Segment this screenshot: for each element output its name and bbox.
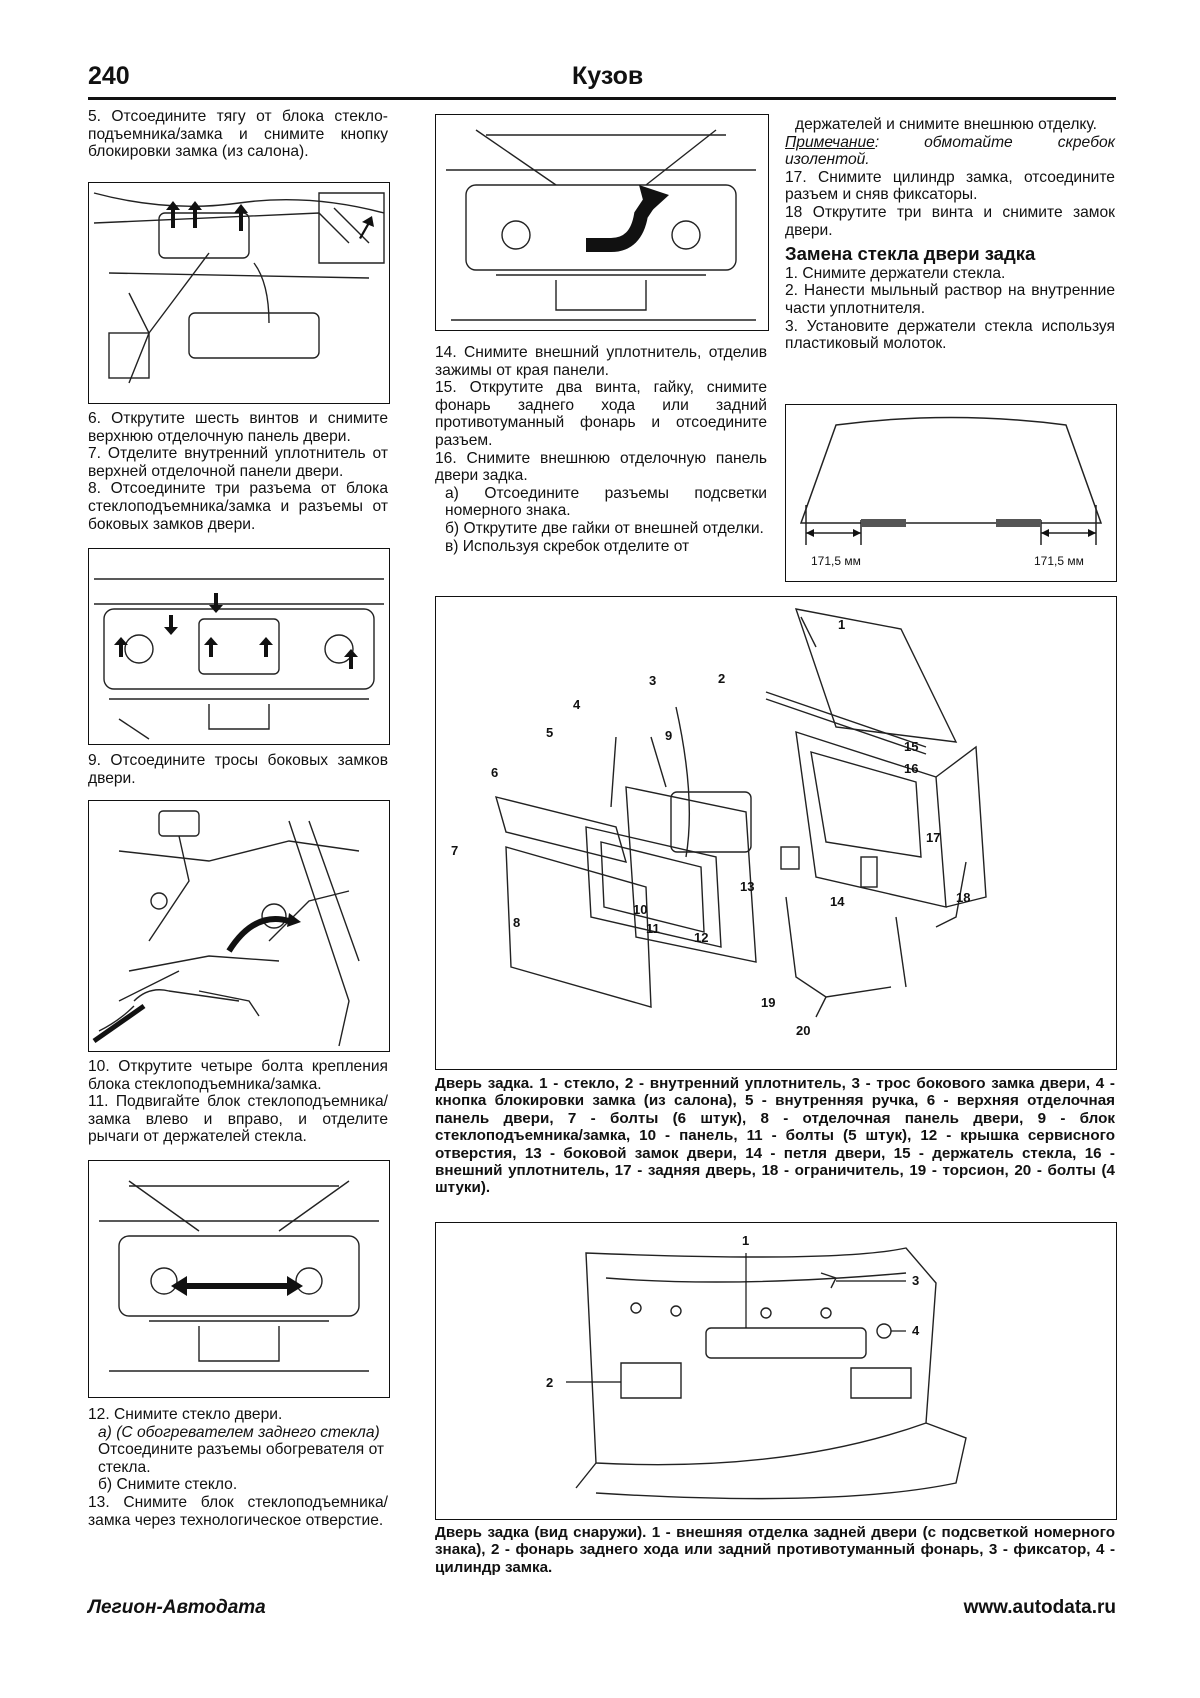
step-17: 17. Снимите цилиндр замка, отсоедините р… <box>785 168 1115 204</box>
outside-callout-3: 3 <box>912 1273 919 1288</box>
step-16a: а) Отсоедините разъемы подсветки номерно… <box>445 484 767 520</box>
exploded-callouts: 1 2 3 4 5 6 7 8 9 10 11 12 13 14 15 16 1… <box>451 617 970 1038</box>
glass-step-3: 3. Установите держатели стекла используя… <box>785 317 1115 353</box>
callout-13: 13 <box>740 879 754 894</box>
step-8: 8. Отсоедините три разъема от блока стек… <box>88 480 388 533</box>
figure-exploded-door: 1 2 3 4 5 6 7 8 9 10 11 12 13 14 15 16 1… <box>435 596 1117 1070</box>
glass-step-1: 1. Снимите держатели стекла. <box>785 264 1006 282</box>
callout-11: 11 <box>646 921 660 936</box>
callout-14: 14 <box>830 894 845 909</box>
col1-bottom-text: 12. Снимите стекло двери. а) (С обогрева… <box>88 1406 388 1529</box>
step-16c-continued: держателей и снимите внешнюю отделку. <box>795 116 1097 133</box>
figure-glass-holders-drawing: 171,5 мм 171,5 мм <box>799 416 1103 568</box>
figure-cables <box>88 800 390 1052</box>
caption-door-outside: Дверь задка (вид снаружи). 1 - внешняя о… <box>435 1524 1115 1576</box>
step-10: 10. Открутите четыре болта крепления бло… <box>88 1058 388 1093</box>
note-label: Примечание <box>785 133 875 151</box>
col2-text: 14. Снимите внешний уплотнитель, отделив… <box>435 344 767 555</box>
figure-regulator-arrow-drawing <box>99 1180 379 1372</box>
figure-glass-holders: 171,5 мм 171,5 мм <box>785 404 1117 582</box>
col3-text: держателей и снимите внешнюю отделку. Пр… <box>785 116 1115 353</box>
step-12: 12. Снимите стекло двери. <box>88 1406 283 1423</box>
step-16: 16. Снимите внешнюю отделочную панель дв… <box>435 449 767 485</box>
figure-regulator-arrow <box>88 1160 390 1398</box>
step-9: 9. Отсоедините тросы боковых замков двер… <box>88 752 388 787</box>
header-rule <box>88 97 1116 100</box>
note-text: : обмотайте скребок изолентой. <box>785 133 1115 169</box>
step-6: 6. Открутите шесть винтов и снимите верх… <box>88 410 388 445</box>
caption-exploded-door: Дверь задка. 1 - стекло, 2 - внутренний … <box>435 1075 1115 1197</box>
callout-6: 6 <box>491 765 498 780</box>
figure-regulator-removal <box>435 114 769 331</box>
glass-step-2: 2. Нанести мыльный раствор на внутренние… <box>785 282 1115 317</box>
callout-1: 1 <box>838 617 845 632</box>
figure-door-outside-drawing: 1 2 3 4 <box>546 1233 967 1500</box>
outside-callout-2: 2 <box>546 1375 553 1390</box>
callout-19: 19 <box>761 995 775 1010</box>
callout-20: 20 <box>796 1023 810 1038</box>
col1-step9: 9. Отсоедините тросы боковых замков двер… <box>88 752 388 787</box>
step-14: 14. Снимите внешний уплотнитель, отделив… <box>435 344 767 379</box>
outside-callout-1: 1 <box>742 1233 749 1248</box>
figure-connectors-drawing <box>94 578 384 740</box>
callout-5: 5 <box>546 725 553 740</box>
outside-callout-4: 4 <box>912 1323 920 1338</box>
callout-10: 10 <box>633 902 647 917</box>
callout-2: 2 <box>718 671 725 686</box>
section-title: Кузов <box>572 62 644 90</box>
callout-17: 17 <box>926 830 940 845</box>
callout-12: 12 <box>694 930 708 945</box>
figure-exploded-door-drawing: 1 2 3 4 5 6 7 8 9 10 11 12 13 14 15 16 1… <box>451 608 987 1038</box>
callout-3: 3 <box>649 673 656 688</box>
callout-15: 15 <box>904 739 918 754</box>
page-number: 240 <box>88 62 130 90</box>
dim-left-label: 171,5 мм <box>811 554 861 568</box>
step-16c: в) Используя скребок отделите от <box>445 537 690 555</box>
figure-door-outside: 1 2 3 4 <box>435 1222 1117 1520</box>
step-12a: а) (С обогревателем заднего стекла) <box>98 1423 380 1441</box>
step-5: 5. Отсоедините тягу от блока стекло-подъ… <box>88 108 388 161</box>
figure-regulator-removal-drawing <box>446 129 756 321</box>
step-18: 18 Открутите три винта и снимите замок д… <box>785 203 1115 239</box>
figure-lock-rod <box>88 182 390 404</box>
col1-top-text: 5. Отсоедините тягу от блока стекло-подъ… <box>88 108 388 161</box>
dim-right-label: 171,5 мм <box>1034 554 1084 568</box>
callout-8: 8 <box>513 915 520 930</box>
footer-website[interactable]: www.autodata.ru <box>963 1597 1116 1618</box>
callout-4: 4 <box>573 697 581 712</box>
step-13: 13. Снимите блок стеклоподъемника/замка … <box>88 1493 388 1529</box>
col1-steps-10-11: 10. Открутите четыре болта крепления бло… <box>88 1058 388 1146</box>
step-12a-detail: Отсоедините разъемы обогревателя от стек… <box>98 1441 385 1476</box>
callout-9: 9 <box>665 728 672 743</box>
figure-connectors <box>88 548 390 745</box>
callout-7: 7 <box>451 843 458 858</box>
callout-18: 18 <box>956 890 970 905</box>
figure-cables-drawing <box>92 810 360 1047</box>
col1-mid-text: 6. Открутите шесть винтов и снимите верх… <box>88 410 388 533</box>
step-15: 15. Открутите два винта, гайку, снимите … <box>435 379 767 449</box>
note: Примечание: обмотайте скребок изолентой. <box>785 134 1115 169</box>
step-7: 7. Отделите внутренний уплотнитель от ве… <box>88 445 388 480</box>
figure-lock-rod-drawing <box>93 192 385 384</box>
callout-16: 16 <box>904 761 918 776</box>
section-heading-glass: Замена стекла двери задка <box>785 243 1036 265</box>
footer-publisher: Легион-Автодата <box>88 1597 266 1618</box>
step-16b: б) Открутите две гайки от внешней отделк… <box>445 519 764 537</box>
step-11: 11. Подвигайте блок стеклоподъемника/зам… <box>88 1093 388 1146</box>
step-12b: б) Снимите стекло. <box>98 1476 238 1494</box>
